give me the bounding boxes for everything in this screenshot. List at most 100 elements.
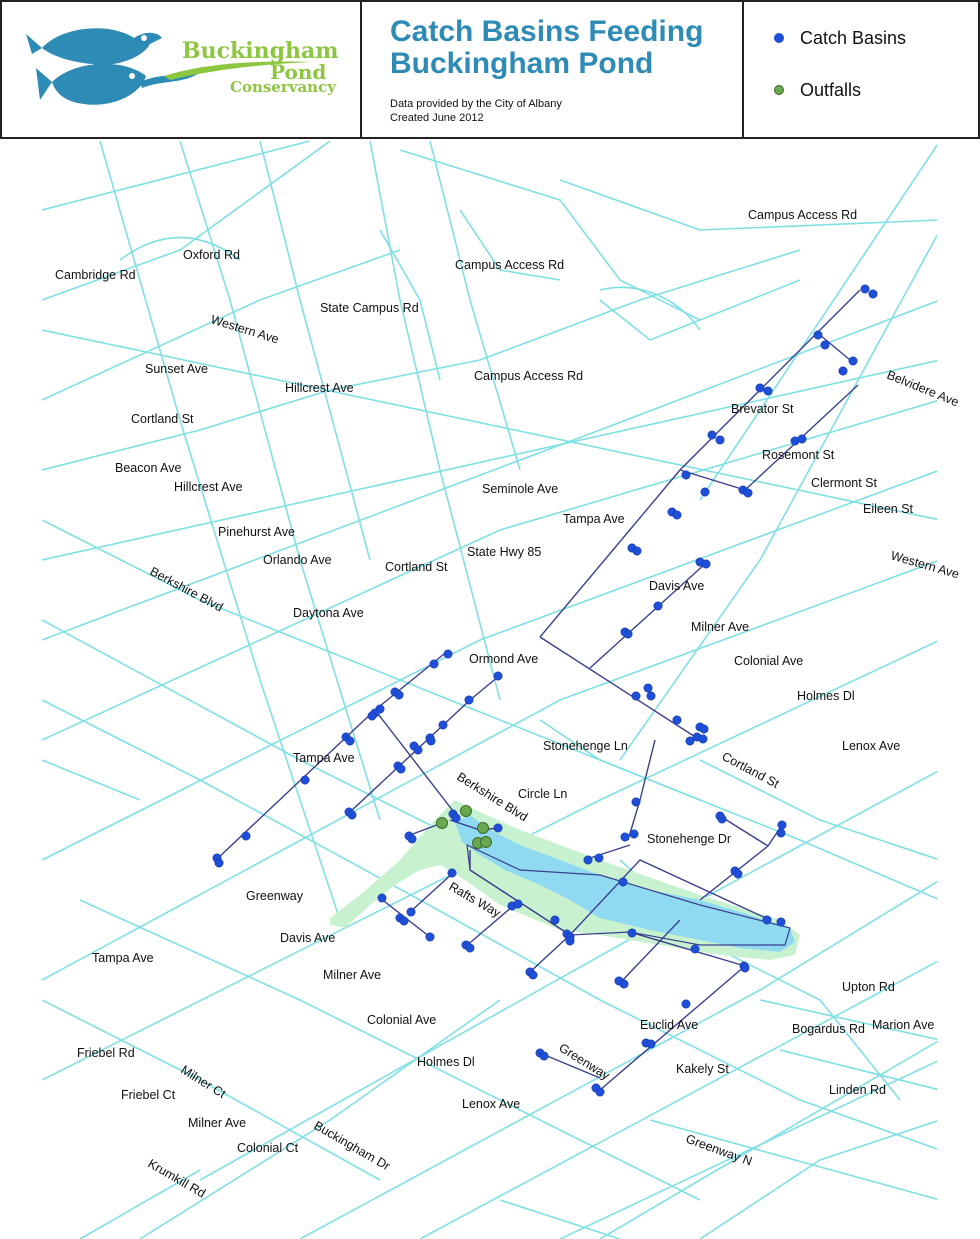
catch-basin-point [777,820,787,830]
catch-basin-point [447,868,457,878]
street-label: Tampa Ave [92,951,154,965]
catch-basin-point [367,711,377,721]
outfall-point [460,805,472,817]
catch-basin-point [685,736,695,746]
catch-basin-point [755,383,765,393]
legend-label-catch-basins: Catch Basins [800,27,907,48]
street-line [79,899,701,1201]
catch-basin-points [212,284,878,1097]
street-label: Hillcrest Ave [285,381,354,395]
outfall-points [436,805,492,849]
map-title-line2: Buckingham Pond [390,47,654,80]
street-label: Tampa Ave [563,512,625,526]
catch-basin-point [513,899,523,909]
catch-basin-point [539,1051,549,1061]
logo-text-buckingham: Buckingham [182,38,339,64]
storm-pipe [539,1052,601,1079]
legend-panel: Catch Basins Outfalls [742,0,980,139]
catch-basin-point [623,629,633,639]
street-label: Lenox Ave [842,739,900,753]
catch-basin-point [797,434,807,444]
street-label: Eileen St [863,502,914,516]
map-title: Catch Basins Feeding Buckingham Pond [390,16,730,80]
street-label: Milner Ct [178,1063,228,1102]
street-label: Davis Ave [280,931,335,945]
catch-basin-point [631,691,641,701]
catch-basin-point [443,649,453,659]
street-line [42,329,937,521]
street-label: Greenway N [684,1132,754,1169]
catch-basin-point [629,829,639,839]
street-line [699,1120,937,1239]
catch-basin-point [707,430,717,440]
street-label: Western Ave [889,548,961,581]
catch-basin-point [528,970,538,980]
street-label: Stonehenge Dr [647,832,731,846]
created-date-text: Created June 2012 [390,112,484,124]
street-line [369,141,501,701]
street-label: Rosemont St [762,448,835,462]
outfall-point [480,836,492,848]
catch-basin-point [860,284,870,294]
catch-basin-point [413,745,423,755]
street-label: Pinehurst Ave [218,525,295,539]
catch-basin-point [646,691,656,701]
street-label: Krumkill Rd [146,1156,208,1200]
catch-basin-point [643,683,653,693]
street-line [499,1199,621,1239]
street-label: Seminole Ave [482,482,558,496]
catch-basin-point [681,999,691,1009]
storm-pipe [679,384,859,491]
street-line [42,470,937,861]
street-line [539,719,701,801]
street-line [699,759,937,860]
street-label: Brevator St [731,402,794,416]
catch-basin-point [776,828,786,838]
street-label: Orlando Ave [263,553,332,567]
street-line [79,1169,201,1239]
street-label: Sunset Ave [145,362,208,376]
street-label: Cortland St [385,560,448,574]
catch-basin-point [429,659,439,669]
storm-pipe [374,709,461,821]
street-line [419,960,937,1239]
street-line [429,141,521,471]
catch-basin-point [820,340,830,350]
catch-basin-point [740,963,750,973]
catch-basin-point [717,814,727,824]
catch-basin-point [214,858,224,868]
catch-basin-point [619,979,629,989]
street-label: Colonial Ave [734,654,803,668]
storm-pipe [589,562,707,669]
street-label: Tampa Ave [293,751,355,765]
catch-basin-point [698,734,708,744]
street-line [119,236,241,261]
street-line [619,233,937,761]
map-title-line1: Catch Basins Feeding [390,15,704,48]
catch-basin-point [763,386,773,396]
catch-basin-point [407,834,417,844]
street-line [699,144,937,501]
logo-panel: Buckingham Pond Conservancy [0,0,362,139]
catch-basin-point [595,1087,605,1097]
catch-basin-point [632,546,642,556]
street-line [379,229,441,381]
catch-basin-point [672,510,682,520]
catch-basin-point [838,366,848,376]
street-label: Daytona Ave [293,606,364,620]
storm-pipe [569,859,771,936]
street-line [459,209,561,281]
street-label: Milner Ave [323,968,381,982]
street-line [179,141,381,821]
catch-basin-point [699,724,709,734]
street-line [559,1060,937,1239]
catch-basin-point [700,487,710,497]
storm-pipe [529,934,571,973]
street-label: Davis Ave [649,579,704,593]
street-line [259,141,371,561]
storm-pipe [539,636,701,741]
street-line [599,299,701,341]
street-line [42,249,401,401]
catch-basin-point [715,435,725,445]
street-label: Hillcrest Ave [174,480,243,494]
